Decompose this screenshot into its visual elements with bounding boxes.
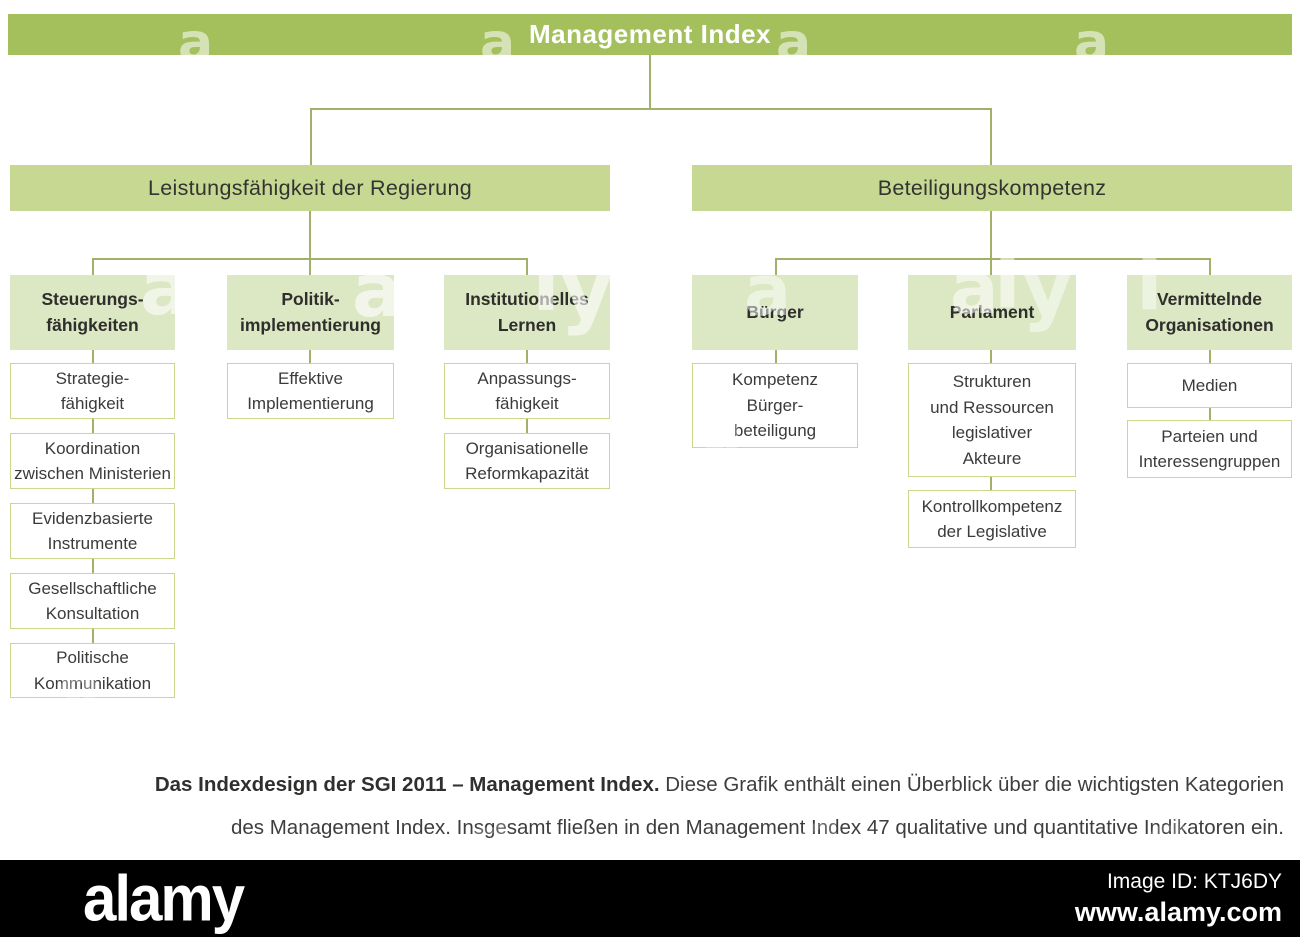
footer-bar: alamy Image ID: KTJ6DY www.alamy.com	[0, 860, 1300, 937]
connector	[990, 108, 992, 165]
alamy-url-text: www.alamy.com	[1074, 896, 1282, 927]
connector	[1209, 350, 1211, 363]
leaf-kompetenz-buergerbeteiligung: Kompetenz Bürger- beteiligung	[692, 363, 858, 448]
leaf-parteien-interessengruppen: Parteien und Interessengruppen	[1127, 420, 1292, 478]
root-node-label: Management Index	[528, 19, 772, 49]
connector	[990, 258, 992, 275]
branch-label: Beteiligungskompetenz	[877, 175, 1107, 200]
leaf-anpassungsfaehigkeit: Anpassungs- fähigkeit	[444, 363, 610, 419]
connector	[92, 629, 94, 643]
image-id-text: Image ID: KTJ6DY	[1106, 869, 1282, 893]
connector	[309, 350, 311, 363]
connector	[92, 419, 94, 433]
connector	[92, 489, 94, 503]
connector	[309, 258, 311, 275]
watermark-letter: a	[1236, 496, 1278, 569]
caption-line-1-rest: Diese Grafik enthält einen Überblick übe…	[659, 773, 1284, 796]
connector	[990, 211, 992, 258]
caption-bold-lead: Das Indexdesign der SGI 2011 – Managemen…	[154, 773, 660, 796]
category-vermittelnde-organisationen: Vermittelnde Organisationen	[1127, 275, 1292, 350]
watermark-letter: l	[856, 384, 880, 463]
category-politikimplementierung: Politik- implementierung	[227, 275, 394, 350]
connector	[1209, 408, 1211, 420]
connector	[310, 108, 992, 110]
caption-line-1: Das Indexdesign der SGI 2011 – Managemen…	[120, 763, 1284, 806]
category-institutionelles-lernen: Institutionelles Lernen	[444, 275, 610, 350]
leaf-kontrollkompetenz: Kontrollkompetenz der Legislative	[908, 490, 1076, 548]
leaf-koordination: Koordination zwischen Ministerien	[10, 433, 175, 489]
connector	[526, 350, 528, 363]
connector	[990, 477, 992, 490]
root-node-management-index: Management Index	[8, 14, 1292, 55]
category-buerger: Bürger	[692, 275, 858, 350]
connector	[526, 419, 528, 433]
connector	[309, 211, 311, 258]
branch-beteiligungskompetenz: Beteiligungskompetenz	[692, 165, 1292, 211]
footer-info: Image ID: KTJ6DY www.alamy.com	[1075, 870, 1282, 928]
connector	[775, 350, 777, 363]
connector	[990, 350, 992, 363]
category-steuerungsfaehigkeiten: Steuerungs- fähigkeiten	[10, 275, 175, 350]
alamy-logo: alamy	[83, 861, 245, 935]
connector	[310, 108, 312, 165]
leaf-medien: Medien	[1127, 363, 1292, 408]
connector	[92, 559, 94, 573]
leaf-organisationelle-reformkapazitaet: Organisationelle Reformkapazität	[444, 433, 610, 489]
figure-caption: Das Indexdesign der SGI 2011 – Managemen…	[120, 763, 1284, 849]
branch-label: Leistungsfähigkeit der Regierung	[148, 175, 472, 200]
leaf-strukturen-ressourcen: Strukturen und Ressourcen legislativer A…	[908, 363, 1076, 477]
connector	[649, 55, 651, 108]
connector	[92, 350, 94, 363]
leaf-gesellschaftliche-konsultation: Gesellschaftliche Konsultation	[10, 573, 175, 629]
connector	[775, 258, 1210, 260]
leaf-strategiefaehigkeit: Strategie- fähigkeit	[10, 363, 175, 419]
category-parlament: Parlament	[908, 275, 1076, 350]
connector	[775, 258, 777, 275]
branch-leistungsfaehigkeit: Leistungsfähigkeit der Regierung	[10, 165, 610, 211]
caption-line-2: des Management Index. Insgesamt fließen …	[230, 816, 1284, 839]
connector	[1209, 258, 1211, 275]
leaf-politische-kommunikation: Politische Kommunikation	[10, 643, 175, 698]
connector	[92, 258, 94, 275]
leaf-effektive-implementierung: Effektive Implementierung	[227, 363, 394, 419]
connector	[526, 258, 528, 275]
leaf-evidenzbasierte-instrumente: Evidenzbasierte Instrumente	[10, 503, 175, 559]
